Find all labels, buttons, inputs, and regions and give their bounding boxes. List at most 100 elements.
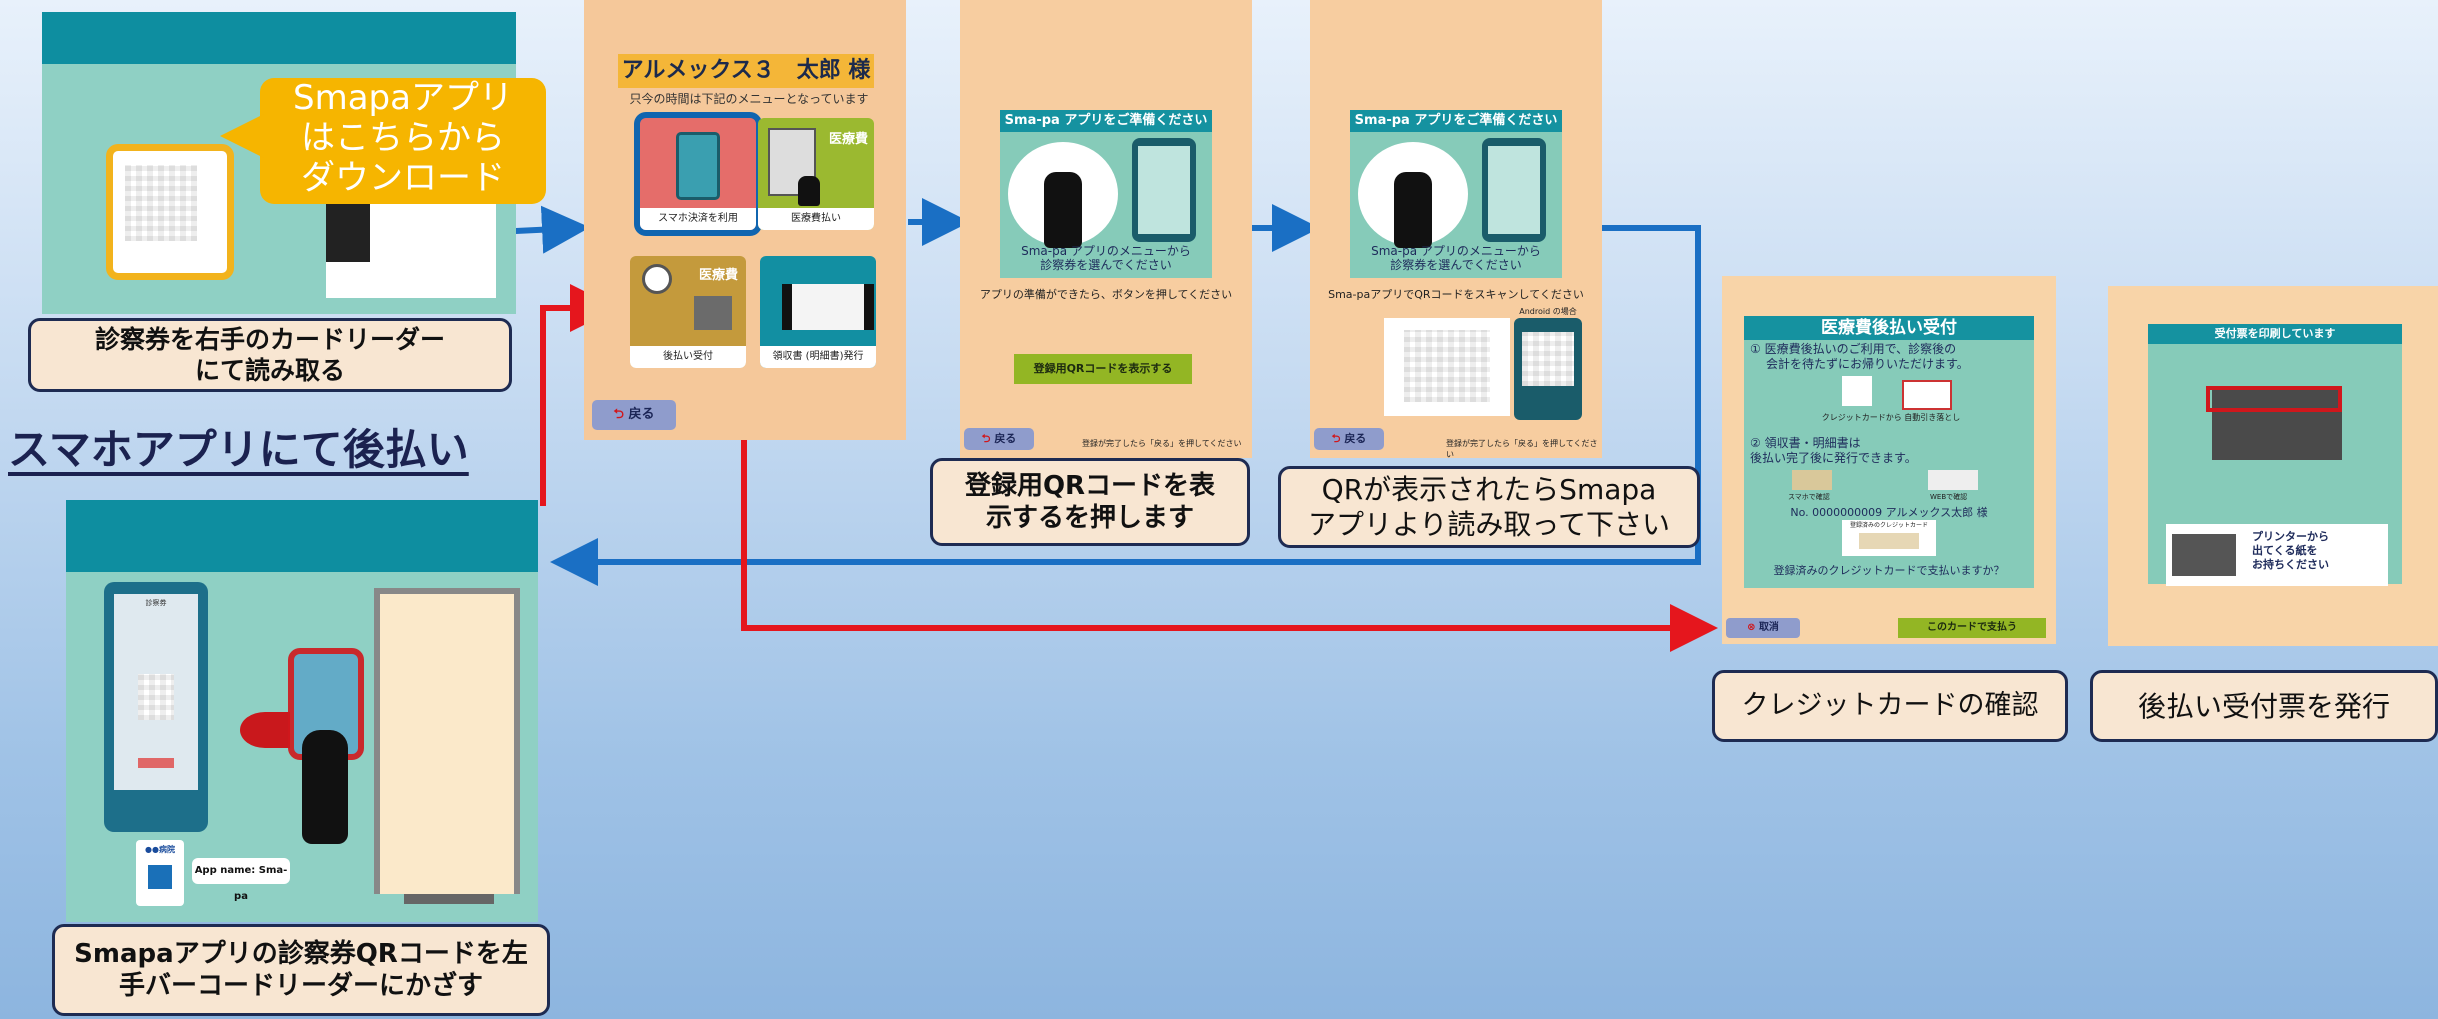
registered-card: 登録済みのクレジットカード: [1842, 520, 1936, 556]
tile-label: 領収書 (明細書)発行: [760, 346, 876, 368]
clock-icon: [642, 264, 672, 294]
caption-credit-card: クレジットカードの確認: [1712, 670, 2068, 742]
red-bar: [138, 758, 174, 768]
back-arrow-icon: ⮌: [613, 407, 629, 422]
building-icon: [148, 865, 172, 889]
screen-illustration: [1350, 132, 1562, 278]
confirm-question: 登録済みのクレジットカードで支払いますか？: [1773, 564, 2005, 577]
tile-label: 医療費払い: [758, 208, 874, 230]
step-line: 会計を待たずにお帰りいただけます。: [1766, 357, 1969, 371]
step-line: ① 医療費後払いのご利用で、診察後の: [1750, 342, 1957, 356]
menu-subtitle: 只今の時間は下記のメニューとなっています: [629, 92, 869, 106]
android-label: Android の場合: [1519, 307, 1577, 316]
screen-footer: 登録が完了したら「戻る」を押してください: [1082, 439, 1242, 448]
tile-badge: 医療費: [698, 268, 738, 283]
back-label: 戻る: [1344, 432, 1367, 445]
card-caption: クレジットカードから 自動引き落とし: [1821, 413, 1961, 422]
screen-title: Sma-pa アプリをご準備ください: [1350, 110, 1562, 132]
tile-medical-payment[interactable]: 医療費 医療費払い: [758, 118, 874, 230]
print-bubble-text: プリンターから 出てくる紙を お持ちください: [2252, 530, 2329, 572]
hand-pointer-icon: [1394, 172, 1432, 248]
menu-screen: アルメックス３ 太郎 様 只今の時間は下記のメニューとなっています スマホ決済を…: [584, 0, 906, 440]
arrow-screen3-back-to-card2: [550, 225, 1701, 586]
body-line: Sma-pa アプリのメニューから: [1021, 244, 1191, 258]
download-bubble: Smapaアプリ はこちらから ダウンロード: [220, 78, 546, 204]
screen-title: Sma-pa アプリをご準備ください: [1000, 110, 1212, 132]
kiosk-stand: [404, 894, 494, 904]
phone-menu-icon: [1132, 138, 1196, 242]
screen-illustration: [1000, 132, 1212, 278]
bubble-line: 出てくる紙を: [2252, 544, 2318, 557]
confirm-step1: ① 医療費後払いのご利用で、診察後の 会計を待たずにお帰りいただけます。: [1750, 342, 2030, 372]
arrow-menu-to-confirm: [741, 440, 1718, 652]
hospital-icon: [1842, 376, 1872, 406]
card-reader-panel: Smapaアプリ はこちらから ダウンロード: [42, 12, 546, 314]
card-stripe: [1859, 533, 1919, 549]
body-line: 診察券を選んでください: [1390, 258, 1522, 272]
phone-icon: [676, 132, 720, 200]
screen-note: Sma-paアプリでQRコードをスキャンしてください: [1328, 288, 1584, 301]
tile-smartphone-pay[interactable]: スマホ決済を利用: [634, 112, 762, 236]
confirm-step2: ② 領収書・明細書は 後払い完了後に発行できます。: [1750, 436, 2030, 466]
caption-card-reader: 診察券を右手のカードリーダー にて読み取る: [28, 318, 512, 392]
caption-line: アプリより読み取って下さい: [1307, 508, 1671, 541]
house-icon: [694, 296, 732, 330]
screen-scan-qr: Sma-pa アプリをご準備ください Sma-pa アプリのメニューから 診察券…: [1310, 0, 1602, 459]
phone-screen: 診察券: [114, 594, 198, 790]
print-receipt-screen: 受付票を印刷しています プリンターから 出てくる紙を お持ちください: [2108, 286, 2438, 646]
qr-code-icon: [1522, 332, 1574, 386]
caption-line: 示するを押します: [985, 503, 1194, 533]
small-printer-icon: [2172, 534, 2236, 576]
back-button[interactable]: ⮌ 戻る: [592, 400, 676, 430]
app-name-bubble: App name: Sma-pa: [192, 858, 290, 902]
tile-deferred-payment[interactable]: 医療費 後払い受付: [630, 256, 746, 368]
sub-label: WEBで確認: [1930, 493, 1968, 501]
tile-receipt[interactable]: 領収書 (明細書)発行: [760, 256, 876, 368]
caption-line: Smapaアプリの診察券QRコードを左: [74, 938, 528, 969]
back-arrow-icon: ⮌: [1331, 432, 1345, 445]
back-label: 戻る: [994, 432, 1017, 445]
caption-issue-receipt: 後払い受付票を発行: [2090, 670, 2438, 742]
show-qr-button[interactable]: 登録用QRコードを表示する: [1014, 354, 1192, 384]
cancel-button[interactable]: ⊗ 取消: [1726, 618, 1800, 638]
cancel-icon: ⊗: [1747, 622, 1759, 633]
qr-code-frame: [106, 144, 234, 280]
caption-barcode-reader: Smapaアプリの診察券QRコードを左 手バーコードリーダーにかざす: [52, 924, 550, 1016]
bubble-line: お持ちください: [2252, 558, 2329, 571]
tile-label: 後払い受付: [630, 346, 746, 368]
tile-label: スマホ決済を利用: [640, 208, 756, 230]
sub-label: スマホで確認: [1788, 493, 1830, 501]
back-button[interactable]: ⮌ 戻る: [964, 428, 1034, 450]
pay-with-card-button[interactable]: このカードで支払う: [1898, 618, 2046, 638]
caption-register-qr: 登録用QRコードを表 示するを押します: [930, 458, 1250, 546]
printer-top-icon: [2212, 386, 2342, 460]
credit-card-confirm-screen: 医療費後払い受付 ① 医療費後払いのご利用で、診察後の 会計を待たずにお帰りいた…: [1722, 276, 2056, 644]
body-line: 診察券を選んでください: [1040, 258, 1172, 272]
back-button[interactable]: ⮌ 戻る: [1314, 428, 1384, 450]
back-label: 戻る: [628, 407, 655, 422]
back-arrow-icon: ⮌: [981, 432, 995, 445]
caption-line: 診察券を右手のカードリーダー: [94, 324, 445, 354]
tile-badge: 医療費: [828, 132, 868, 147]
confirm-title: 医療費後払い受付: [1744, 316, 2034, 340]
qr-code-icon: [138, 674, 174, 720]
kiosk-illustration: [374, 588, 520, 904]
qr-code-icon: [125, 165, 197, 241]
step-line: 後払い完了後に発行できます。: [1750, 451, 1917, 465]
screen-body-text: Sma-pa アプリのメニューから 診察券を選んでください: [1350, 244, 1562, 272]
caption-line: にて読み取る: [194, 356, 345, 385]
phone-icon: [1792, 470, 1832, 490]
hand-pointer-icon: [302, 730, 348, 844]
step-line: ② 領収書・明細書は: [1750, 436, 1861, 450]
barcode-reader-panel: 診察券 ●●病院 App name: Sma-pa: [66, 500, 538, 922]
cancel-label: 取消: [1758, 622, 1779, 633]
patient-info: No. 0000000009 アルメックス太郎 様: [1790, 506, 1988, 519]
print-title: 受付票を印刷しています: [2148, 324, 2402, 344]
red-curve-arrow-icon: [240, 712, 290, 748]
card-icon: [1902, 380, 1952, 410]
menu-title: アルメックス３ 太郎 様: [618, 54, 874, 88]
bubble-line: Smapaアプリ: [293, 78, 513, 118]
hospital-sign: ●●病院: [136, 840, 184, 906]
caption-scan-qr: QRが表示されたらSmapa アプリより読み取って下さい: [1278, 466, 1700, 548]
